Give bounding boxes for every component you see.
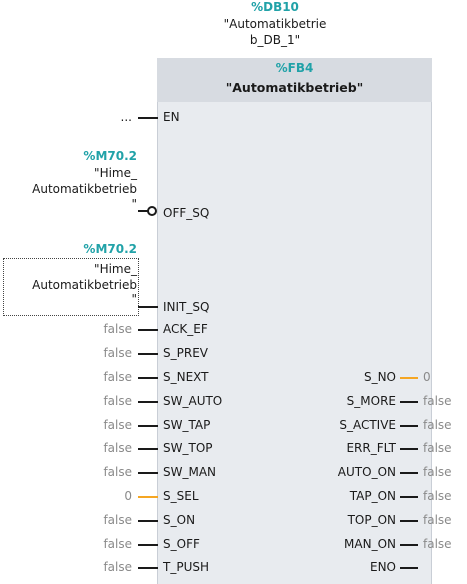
input-wire-numeric: [138, 496, 158, 498]
off-sq-symbol-2[interactable]: Automatikbetrieb: [32, 182, 137, 196]
input-value-sw-auto[interactable]: false: [103, 394, 132, 408]
input-value-s-on[interactable]: false: [103, 513, 132, 527]
output-value-s-active[interactable]: false: [423, 418, 452, 432]
instance-db-name-line2[interactable]: b_DB_1": [249, 33, 301, 47]
pin-eno: ENO: [369, 560, 396, 574]
init-sq-symbol-3[interactable]: ": [131, 292, 137, 306]
pin-s-on: S_ON: [163, 513, 196, 527]
input-wire: [138, 567, 158, 569]
pin-sw-man: SW_MAN: [163, 465, 217, 479]
off-sq-address[interactable]: %M70.2: [83, 149, 137, 163]
input-wire: [138, 353, 158, 355]
init-sq-symbol-1[interactable]: "Hime_: [94, 262, 137, 276]
output-value-err-flt[interactable]: false: [423, 441, 452, 455]
input-value-s-off[interactable]: false: [103, 537, 132, 551]
eno-wire: [400, 567, 418, 569]
en-value[interactable]: ...: [120, 110, 132, 124]
input-value-s-prev[interactable]: false: [103, 346, 132, 360]
output-wire-numeric: [400, 377, 418, 379]
init-sq-address[interactable]: %M70.2: [83, 242, 137, 256]
input-value-sw-tap[interactable]: false: [103, 418, 132, 432]
output-wire: [400, 520, 418, 522]
pin-off-sq: OFF_SQ: [163, 206, 210, 220]
input-wire: [138, 520, 158, 522]
selection-frame: [3, 258, 139, 316]
input-wire: [138, 401, 158, 403]
instance-db-address[interactable]: %DB10: [251, 0, 299, 14]
input-wire: [138, 329, 158, 331]
pin-ack-ef: ACK_EF: [163, 322, 208, 336]
output-value-man-on[interactable]: false: [423, 537, 452, 551]
output-value-auto-on[interactable]: false: [423, 465, 452, 479]
output-value-top-on[interactable]: false: [423, 513, 452, 527]
pin-s-sel: S_SEL: [163, 489, 199, 503]
output-value-tap-on[interactable]: false: [423, 489, 452, 503]
output-wire: [400, 472, 418, 474]
init-sq-symbol-2[interactable]: Automatikbetrieb: [32, 278, 137, 292]
block-address: %FB4: [275, 61, 314, 75]
input-value-s-sel[interactable]: 0: [124, 489, 132, 503]
pin-s-off: S_OFF: [163, 537, 200, 551]
output-wire: [400, 448, 418, 450]
pin-s-no: S_NO: [363, 370, 396, 384]
block-name: "Automatikbetrieb": [225, 80, 364, 95]
input-wire: [138, 425, 158, 427]
input-value-t-push[interactable]: false: [103, 560, 132, 574]
pin-auto-on: AUTO_ON: [337, 465, 396, 479]
input-value-s-next[interactable]: false: [103, 370, 132, 384]
input-wire: [138, 377, 158, 379]
input-wire: [138, 472, 158, 474]
function-block-header[interactable]: [157, 58, 432, 102]
pin-sw-auto: SW_AUTO: [163, 394, 223, 408]
pin-top-on: TOP_ON: [347, 513, 396, 527]
negation-circle-icon: [147, 206, 157, 216]
pin-tap-on: TAP_ON: [349, 489, 396, 503]
output-value-s-no[interactable]: 0: [423, 370, 431, 384]
output-wire: [400, 496, 418, 498]
input-value-ack-ef[interactable]: false: [103, 322, 132, 336]
pin-t-push: T_PUSH: [163, 560, 209, 574]
function-block-body[interactable]: [157, 58, 432, 584]
input-value-sw-man[interactable]: false: [103, 465, 132, 479]
pin-sw-tap: SW_TAP: [163, 418, 211, 432]
off-sq-wire: [138, 210, 150, 212]
pin-man-on: MAN_ON: [344, 537, 396, 551]
instance-db-name-line1[interactable]: "Automatikbetrie: [223, 17, 327, 31]
output-wire: [400, 544, 418, 546]
off-sq-symbol-3[interactable]: ": [131, 197, 137, 211]
input-value-sw-top[interactable]: false: [103, 441, 132, 455]
pin-s-active: S_ACTIVE: [339, 418, 396, 432]
output-wire: [400, 425, 418, 427]
pin-s-next: S_NEXT: [163, 370, 209, 384]
pin-sw-top: SW_TOP: [163, 441, 213, 455]
pin-en: EN: [163, 110, 180, 124]
pin-s-more: S_MORE: [346, 394, 396, 408]
en-wire: [138, 117, 158, 119]
pin-s-prev: S_PREV: [163, 346, 208, 360]
input-wire: [138, 448, 158, 450]
init-sq-wire: [138, 306, 158, 308]
pin-init-sq: INIT_SQ: [163, 300, 210, 314]
output-wire: [400, 401, 418, 403]
pin-err-flt: ERR_FLT: [346, 441, 396, 455]
output-value-s-more[interactable]: false: [423, 394, 452, 408]
off-sq-symbol-1[interactable]: "Hime_: [94, 166, 137, 180]
input-wire: [138, 544, 158, 546]
